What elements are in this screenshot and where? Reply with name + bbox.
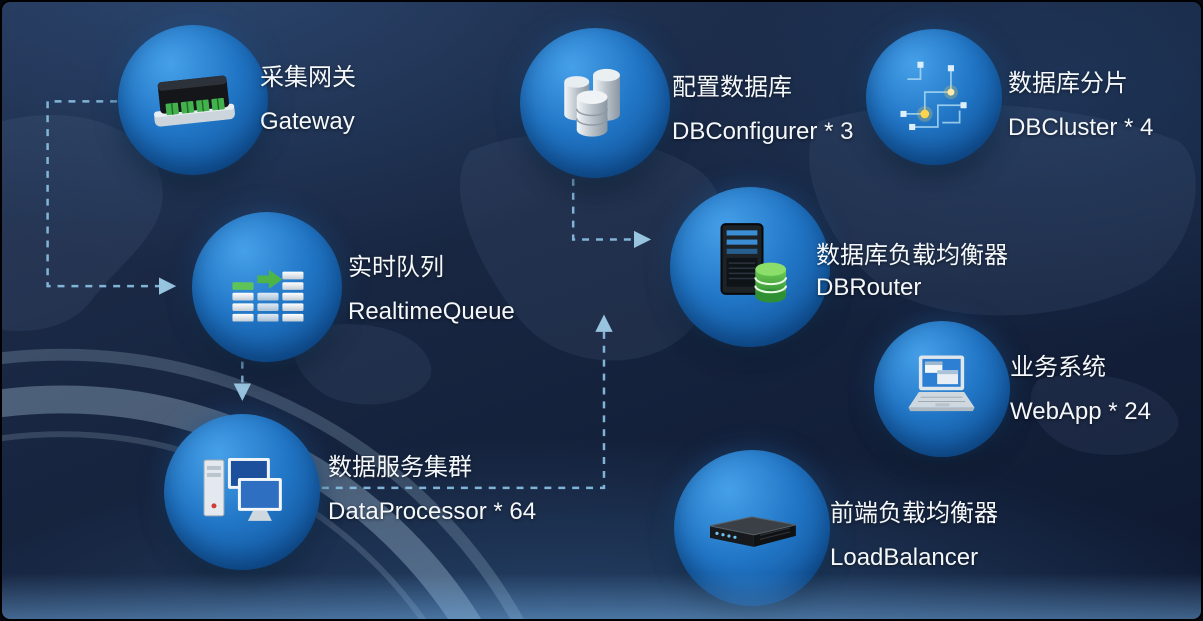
database-stack-icon [564,68,620,137]
circuit-board-icon [900,62,968,131]
dataprocessor-label: 数据服务集群 DataProcessor * 64 [328,452,536,528]
node-realtimequeue [192,212,342,362]
server-globe-icon [720,222,787,303]
node-dataprocessor [164,414,320,570]
gateway-device-icon [153,75,235,127]
dbrouter-label-en: DBRouter [816,274,922,301]
webapp-label-zh: 业务系统 [1010,354,1106,381]
dbconfigurer-label-en: DBConfigurer * 3 [672,118,854,145]
webapp-label: 业务系统 WebApp * 24 [1010,352,1151,428]
realtimequeue-label-zh: 实时队列 [348,254,444,281]
laptop-icon [908,355,976,412]
dbcluster-label-zh: 数据库分片 [1008,70,1128,97]
gateway-label-en: Gateway [260,108,355,135]
rack-server-icon [709,516,797,547]
connector-dbconfigurer-to-dbrouter [571,178,652,249]
loadbalancer-label-en: LoadBalancer [830,544,979,571]
dbcluster-label-en: DBCluster * 4 [1008,114,1154,141]
dbconfigurer-label-zh: 配置数据库 [672,74,792,101]
loadbalancer-label: 前端负载均衡器 LoadBalancer [830,498,998,574]
dbcluster-label: 数据库分片 DBCluster * 4 [1008,68,1153,144]
node-loadbalancer [674,450,830,606]
workstation-icon [203,458,282,521]
dataprocessor-label-en: DataProcessor * 64 [328,498,537,525]
realtimequeue-label: 实时队列 RealtimeQueue [348,252,515,328]
gateway-label: 采集网关 Gateway [260,62,356,138]
dbconfigurer-label: 配置数据库 DBConfigurer * 3 [672,72,853,148]
loadbalancer-label-zh: 前端负载均衡器 [830,500,998,527]
node-webapp [874,321,1010,457]
node-dbrouter [670,187,830,347]
node-dbconfigurer [520,28,670,178]
dbrouter-label: 数据库负载均衡器 DBRouter [816,240,1008,304]
webapp-label-en: WebApp * 24 [1010,398,1151,425]
realtimequeue-label-en: RealtimeQueue [348,298,515,325]
node-dbcluster [866,29,1002,165]
dbrouter-label-zh: 数据库负载均衡器 [816,242,1008,269]
gateway-label-zh: 采集网关 [260,64,356,91]
node-gateway [118,25,268,175]
queue-bars-icon [232,269,304,322]
dataprocessor-label-zh: 数据服务集群 [328,454,472,481]
